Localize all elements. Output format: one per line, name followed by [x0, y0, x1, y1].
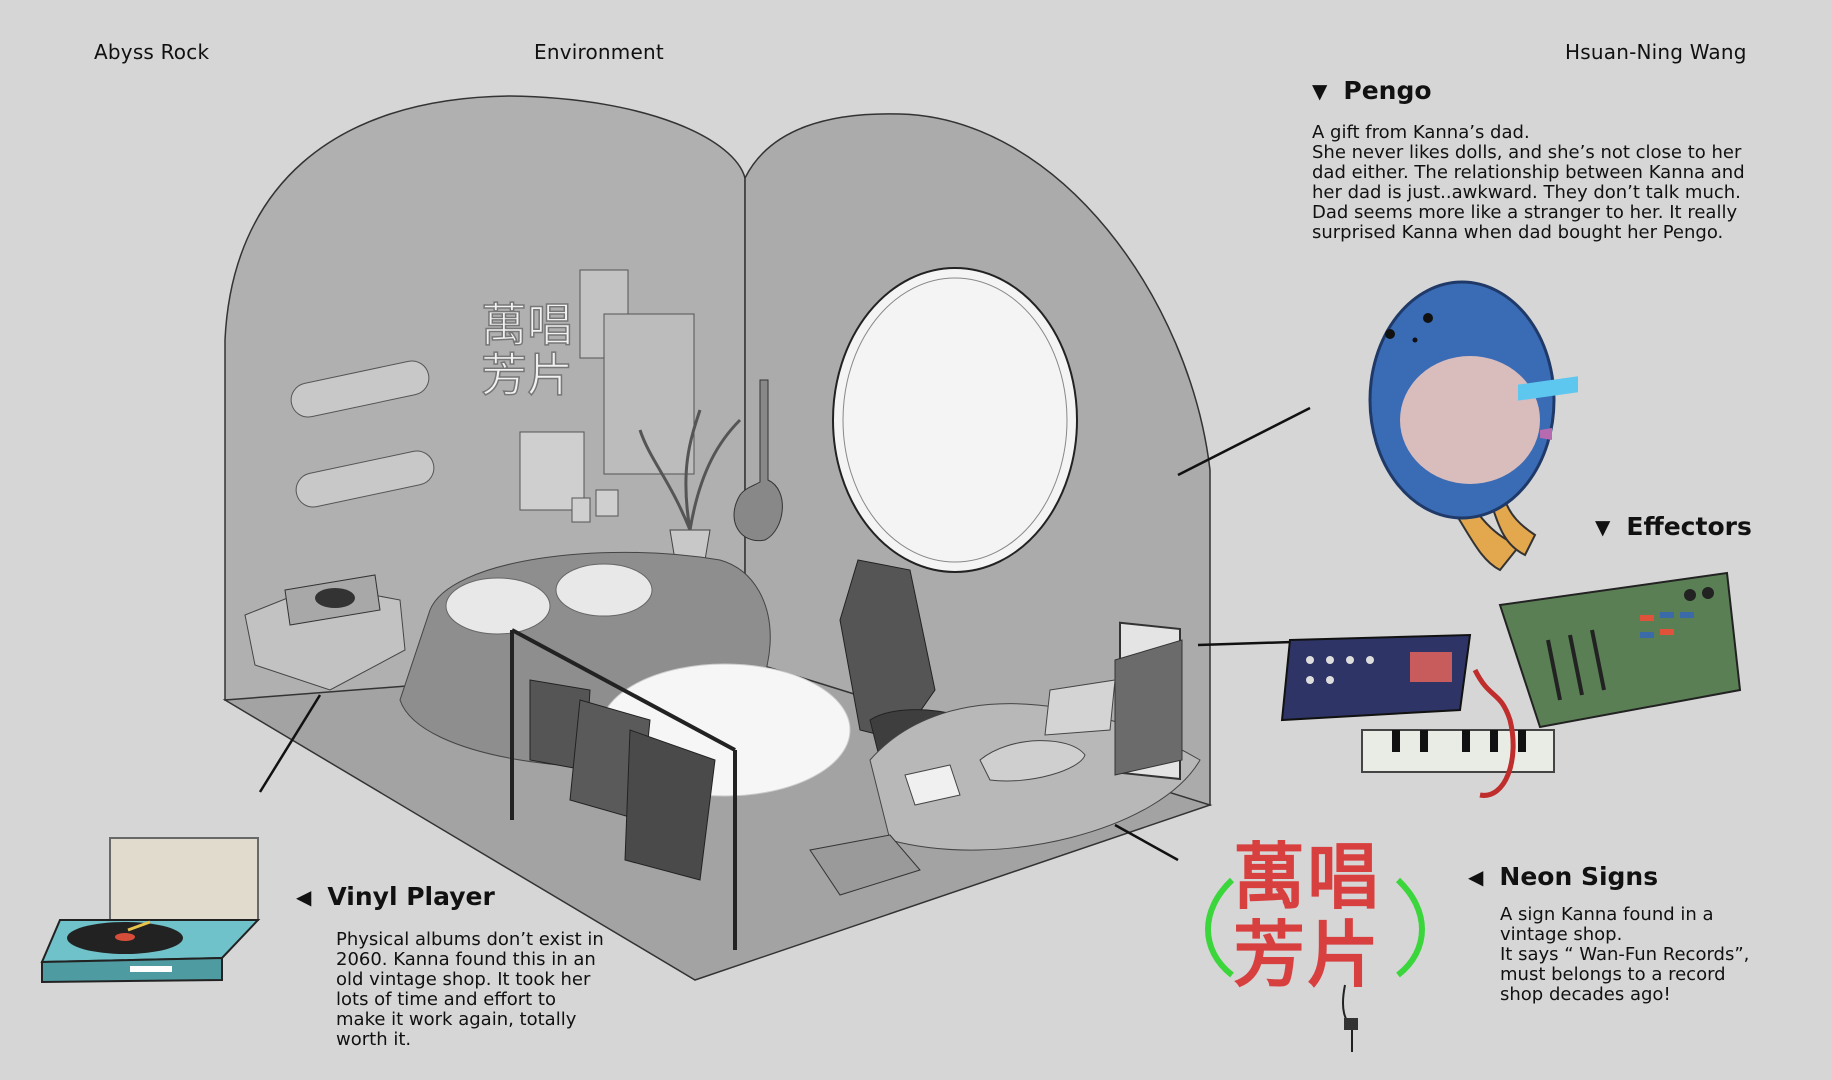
neon-line: vintage shop.	[1500, 924, 1623, 945]
room-neon-line-2: 芳片	[480, 348, 574, 402]
header-right-label: Hsuan-Ning Wang	[1565, 40, 1747, 64]
effectors-title-text: Effectors	[1626, 512, 1752, 541]
room-left-wall	[224, 95, 746, 701]
pengo-line: surprised Kanna when dad bought her Peng…	[1312, 222, 1724, 243]
vinyl-title-text: Vinyl Player	[327, 882, 495, 911]
neon-line: shop decades ago!	[1500, 984, 1671, 1005]
left-triangle-icon: ◀	[1468, 864, 1484, 889]
clothing-rack	[510, 628, 737, 950]
neon-line: A sign Kanna found in a	[1500, 904, 1714, 925]
room-shell	[222, 95, 1213, 981]
leader-vinyl	[258, 694, 322, 793]
skateboard-1	[290, 360, 430, 418]
pengo-description: A gift from Kanna’s dad. She never likes…	[1312, 123, 1745, 243]
vinyl-line: worth it.	[336, 1029, 412, 1050]
pengo-line: She never likes dolls, and she’s not clo…	[1312, 142, 1742, 163]
skateboard-2	[295, 450, 435, 508]
pengo-line: Dad seems more like a stranger to her. I…	[1312, 202, 1738, 223]
round-window	[832, 267, 1078, 573]
pengo-title-text: Pengo	[1343, 76, 1432, 105]
down-triangle-icon: ▼	[1312, 78, 1328, 103]
header-left-label: Abyss Rock	[94, 40, 210, 64]
neon-title: ◀ Neon Signs	[1468, 862, 1658, 891]
header-center-label: Environment	[534, 40, 664, 64]
vinyl-line: Physical albums don’t exist in	[336, 929, 604, 950]
room-neon-sign: 萬唱 芳片	[472, 298, 582, 402]
vinyl-player	[40, 837, 261, 984]
pengo-plush	[1368, 280, 1556, 572]
pengo-title: ▼ Pengo	[1312, 76, 1432, 105]
neon-line: must belongs to a record	[1500, 964, 1726, 985]
vinyl-line: 2060. Kanna found this in an	[336, 949, 596, 970]
leader-neon	[1114, 823, 1179, 862]
room-neon-line-1: 萬唱	[480, 298, 574, 352]
pengo-line: A gift from Kanna’s dad.	[1312, 122, 1530, 143]
neon-description: A sign Kanna found in a vintage shop. It…	[1500, 905, 1749, 1005]
neon-bracket-left	[1205, 877, 1235, 978]
left-triangle-icon: ◀	[296, 884, 312, 909]
effector-devices	[1280, 376, 1742, 798]
neon-sign-detail: 萬唱 芳片	[1232, 838, 1382, 994]
vinyl-line: lots of time and effort to	[336, 989, 556, 1010]
leader-effectors	[1197, 640, 1293, 647]
vinyl-line: make it work again, totally	[336, 1009, 577, 1030]
vinyl-description: Physical albums don’t exist in 2060. Kan…	[336, 930, 604, 1050]
vinyl-line: old vintage shop. It took her	[336, 969, 591, 990]
neon-line: It says “ Wan-Fun Records”,	[1500, 944, 1750, 965]
neon-title-text: Neon Signs	[1499, 862, 1659, 891]
leader-pengo	[1177, 406, 1311, 477]
pengo-line: her dad is just..awkward. They don’t tal…	[1312, 182, 1741, 203]
vinyl-title: ◀ Vinyl Player	[296, 882, 495, 911]
neon-bracket-right	[1395, 877, 1425, 978]
guitar	[733, 379, 783, 542]
neon-line-2: 芳片	[1232, 912, 1381, 997]
neon-line-1: 萬唱	[1232, 834, 1381, 919]
down-triangle-icon: ▼	[1595, 514, 1611, 539]
effectors-title: ▼ Effectors	[1595, 512, 1752, 541]
pengo-line: dad either. The relationship between Kan…	[1312, 162, 1745, 183]
